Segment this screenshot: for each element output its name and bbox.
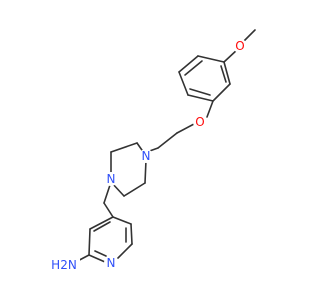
piperazine-nitrogen-upper-text: N (142, 149, 151, 163)
piperazine-bond-2 (110, 142, 138, 153)
bond-layer (69, 29, 256, 266)
methoxy-oxygen-text: O (235, 39, 244, 53)
ether-oxygen-text: O (195, 115, 204, 129)
benzene-double-bond-3 (220, 65, 227, 83)
piperazine-nitrogen-lower-label: N (104, 172, 118, 186)
molecule-structure-diagram: O O N N N H2N (48, 29, 256, 274)
bond-methylene-pyridine (103, 202, 114, 218)
piperazine-bond-6 (144, 159, 147, 184)
bond-ethyl-linker (157, 132, 178, 149)
ether-oxygen-label: O (193, 115, 207, 129)
bond-ring-ether-oxygen (206, 100, 214, 118)
pyridine-double-bond-1 (93, 221, 111, 232)
atom-label-layer: O O N N N H2N (48, 39, 247, 274)
piperazine-bond-5 (123, 182, 146, 197)
benzene-bond-4 (187, 94, 214, 102)
piperazine-nitrogen-lower-text: N (107, 172, 116, 186)
pyridine-bond-1 (89, 216, 114, 230)
pyridine-double-bond-2 (94, 250, 107, 257)
pyridine-bond-3 (88, 254, 106, 263)
benzene-bond-2 (178, 55, 199, 73)
pyridine-nitrogen-label: N (104, 256, 118, 270)
pyridine-bond-4 (117, 243, 133, 259)
benzene-double-bond-2 (189, 88, 211, 96)
piperazine-nitrogen-upper-label: N (139, 149, 153, 163)
benzene-bond-3 (178, 71, 189, 96)
amino-group-label: H2N (48, 256, 80, 274)
pyridine-bond-6 (112, 216, 132, 225)
pyridine-nitrogen-text: N (107, 256, 116, 270)
amino-group-text: H2N (51, 258, 77, 272)
benzene-bond-6 (223, 61, 231, 85)
pyridine-bond-2 (88, 228, 91, 256)
methoxy-oxygen-label: O (233, 39, 247, 53)
benzene-bond-5 (212, 83, 231, 102)
benzene-double-bond-1 (184, 60, 203, 76)
bond-ether-oxygen-ethyl (176, 123, 195, 134)
benzene-bond-1 (197, 55, 225, 63)
pyridine-bond-5 (130, 223, 133, 245)
